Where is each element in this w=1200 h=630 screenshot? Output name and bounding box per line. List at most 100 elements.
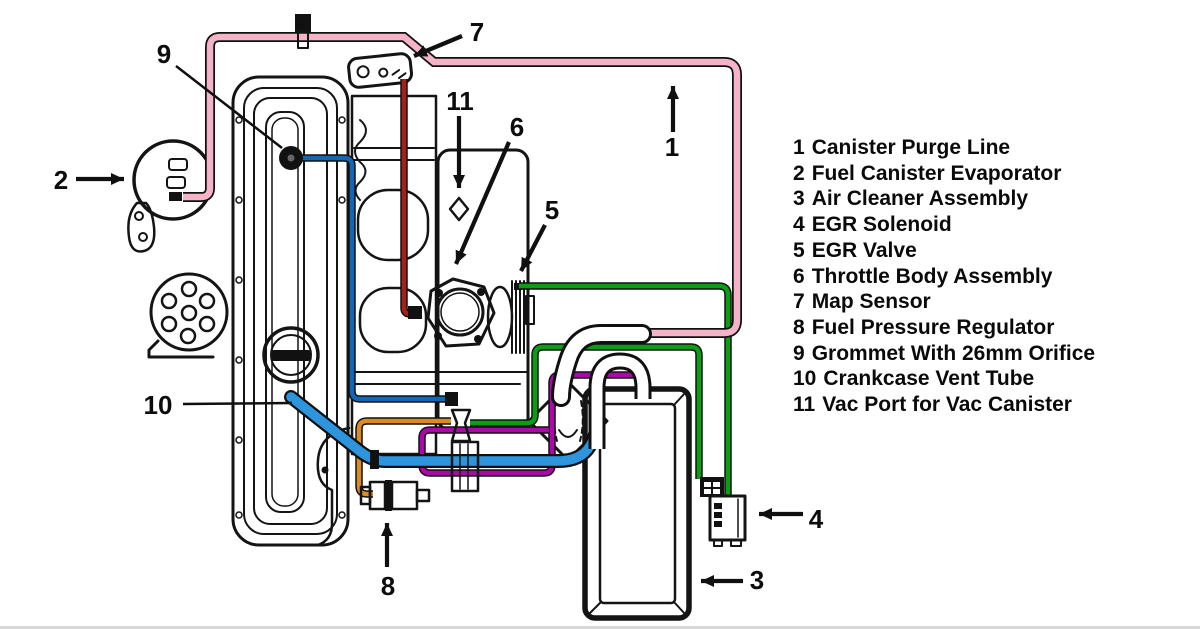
grommet-center [287,154,295,162]
intake-elbow [554,327,649,404]
callout-number-3: 3 [750,565,764,595]
oil-filler-cap-inner [270,334,312,376]
map-sensor-screw [378,67,389,78]
legend-label: EGR Solenoid [811,213,952,237]
vent-hose [591,355,649,449]
diamond-dashes [553,400,584,442]
egr-line-b [470,344,702,479]
solenoid-fitting-slit [713,489,720,494]
solenoid-pin [714,512,722,518]
solenoid-fitting-slit [713,482,720,487]
purge-check-valve-lower [297,31,309,49]
canister-slot [166,176,186,189]
legend-number: 10 [793,367,817,391]
distributor-base [147,339,215,359]
solenoid-fitting-slit [704,482,711,487]
solenoid-fitting-slit [704,489,711,494]
solenoid-fitting [700,477,724,497]
callout-arrow-5 [519,224,547,272]
oil-cap-slot [272,350,310,361]
canister-bracket-hole [138,232,148,242]
callout-number-10: 10 [144,390,173,420]
legend-number: 9 [793,341,805,365]
legend-label: Vac Port for Vac Canister [822,393,1072,417]
legend-label: Map Sensor [811,290,931,314]
legend-number: 3 [793,187,805,211]
legend-label: Canister Purge Line [811,136,1011,159]
legend-number: 6 [793,264,805,288]
map-sensor-ticks [391,69,407,80]
legend-label: Air Cleaner Assembly [811,187,1029,211]
grommet-vacuum-line [300,155,448,402]
flange-bolts [434,288,485,343]
purge-check-valve [295,14,311,32]
callout-number-11: 11 [446,86,474,116]
hose-clamp-lines [459,443,469,490]
fuel-pressure-regulator [359,480,431,511]
map-sensor [347,52,414,89]
block-scallop [354,119,367,201]
engine-line-art [127,52,535,547]
egr-valve-port [514,283,522,290]
solenoid-foot [713,539,723,547]
legend-label: Throttle Body Assembly [811,264,1053,288]
callout-number-8: 8 [381,571,395,601]
throttle-bore-inner [440,292,480,332]
fuel-canister-evaporator [132,139,214,221]
valve-cover-outline [231,75,350,547]
legend-label: Grommet With 26mm Orifice [811,341,1096,365]
intake-port [356,188,430,262]
callout-line-10 [182,401,293,406]
legend-number: 4 [793,213,805,237]
legend-number: 2 [793,161,805,185]
solenoid-pin [714,503,722,509]
valve-cover-inner [253,97,328,525]
distributor-cap [149,272,229,352]
callout-number-7: 7 [470,17,484,47]
legend-label: Fuel Pressure Regulator [811,315,1055,339]
map-sensor-line [401,79,414,317]
red-line-connector [408,306,422,319]
callout-number-5: 5 [545,195,559,225]
canister-bracket-hole [134,211,144,221]
regulator-band [385,480,392,511]
valve-cover-channel-inner [271,117,299,507]
bracket-dot [321,466,329,474]
solenoid-body [708,494,747,542]
egr-valve-tab [525,295,535,325]
map-sensor-screw [356,65,370,79]
map-sensor-body [347,52,414,89]
callout-arrow-7 [413,34,463,58]
egr-valve-plates [511,280,525,354]
valve-cover [231,75,350,547]
canister-port [169,192,182,201]
callout-number-2: 2 [54,165,68,195]
callout-line-9 [175,65,283,149]
canister-slot [168,158,188,171]
throttle-bore [435,287,485,337]
callout-number-9: 9 [157,39,171,69]
solenoid-pin [714,521,722,527]
legend-number: 8 [793,315,805,339]
throttle-body-flange [426,277,496,348]
vacuum-fitting [450,408,472,443]
callout-number-6: 6 [510,112,524,142]
callout-arrow-6 [454,141,511,265]
legend-number: 5 [793,238,805,262]
callout-number-1: 1 [665,132,679,162]
regulator-body [390,480,419,511]
intake-port [358,286,428,354]
valve-cover-bolts [235,116,346,519]
air-cleaner-inner [598,402,677,605]
legend-label: Crankcase Vent Tube [823,367,1035,391]
vent-tube-clip [370,450,379,469]
